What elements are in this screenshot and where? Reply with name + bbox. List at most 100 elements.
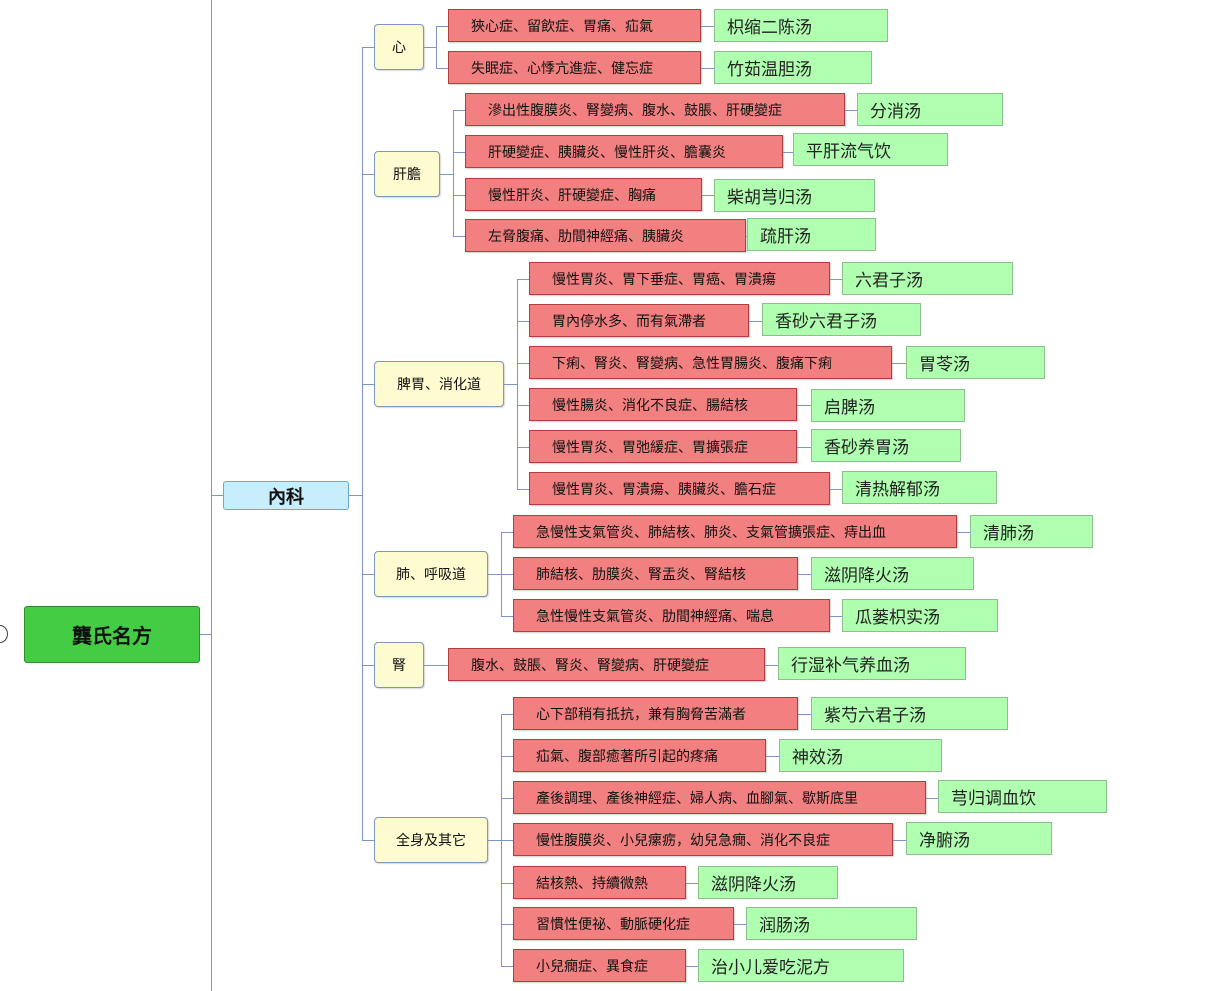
formula-node[interactable]: 清热解郁汤 [842, 471, 997, 504]
formula-node[interactable]: 润肠汤 [746, 907, 917, 940]
symptom-link-line [501, 615, 513, 617]
symptom-link-line [453, 235, 465, 237]
symptom-node[interactable]: 結核熱、持續微熱 [513, 866, 686, 899]
formula-link-line [798, 713, 811, 715]
symptom-link-line [517, 362, 529, 364]
symptom-node[interactable]: 小兒癇症、異食症 [513, 949, 686, 982]
formula-node[interactable]: 枳缩二陈汤 [714, 9, 888, 42]
symptom-node[interactable]: 慢性腹膜炎、小兒瘰疬，幼兒急癇、消化不良症 [513, 823, 893, 856]
formula-link-line [686, 965, 698, 967]
formula-node[interactable]: 净腑汤 [906, 822, 1052, 855]
symptom-node[interactable]: 產後調理、產後神經症、婦人病、血腳氣、歇斯底里 [513, 781, 926, 814]
category-trunk-line [362, 47, 363, 840]
formula-node[interactable]: 启脾汤 [811, 389, 965, 422]
symptom-link-line [436, 67, 448, 69]
formula-link-line [893, 839, 906, 841]
category-node[interactable]: 肺、呼吸道 [374, 551, 488, 597]
symptom-node[interactable]: 狹心症、留飲症、胃痛、疝氣 [448, 9, 701, 42]
formula-link-line [798, 573, 811, 575]
formula-node[interactable]: 香砂六君子汤 [762, 303, 921, 336]
symptom-link-line [517, 404, 529, 406]
symptom-link-line [453, 151, 465, 153]
symptom-node[interactable]: 慢性肝炎、肝硬變症、胸痛 [465, 178, 702, 211]
symptom-node[interactable]: 肝硬變症、胰臟炎、慢性肝炎、膽囊炎 [465, 135, 783, 168]
formula-link-line [746, 235, 747, 237]
symptom-node[interactable]: 習慣性便祕、動脈硬化症 [513, 907, 734, 940]
symptom-node[interactable]: 下痢、腎炎、腎變病、急性胃腸炎、腹痛下痢 [529, 346, 892, 379]
symptom-node[interactable]: 滲出性腹膜炎、腎變病、腹水、鼓脹、肝硬變症 [465, 93, 845, 126]
formula-link-line [797, 446, 811, 448]
branch-node-internal-medicine[interactable]: 內科 [223, 481, 349, 510]
formula-node[interactable]: 胃苓汤 [906, 346, 1045, 379]
symptom-node[interactable]: 疝氣、腹部癒著所引起的疼痛 [513, 739, 766, 772]
category-out-line [504, 384, 517, 385]
symptom-link-line [501, 713, 513, 715]
root-node[interactable]: 龔氏名方 [24, 606, 200, 663]
symptom-node[interactable]: 慢性胃炎、胃弛緩症、胃擴張症 [529, 430, 797, 463]
symptom-node[interactable]: 失眠症、心悸亢進症、健忘症 [448, 51, 701, 84]
items-trunk-line [436, 25, 437, 68]
symptom-link-line [501, 965, 513, 967]
symptom-link-line [453, 109, 465, 111]
formula-link-line [734, 923, 746, 925]
formula-node[interactable]: 竹茹温胆汤 [714, 51, 872, 84]
symptom-node[interactable]: 急慢性支氣管炎、肺結核、肺炎、支氣管擴張症、痔出血 [513, 515, 957, 548]
formula-link-line [892, 362, 906, 364]
category-node[interactable]: 全身及其它 [374, 817, 488, 863]
symptom-link-line [501, 573, 513, 575]
symptom-link-line [501, 755, 513, 757]
items-trunk-line [453, 109, 454, 236]
category-out-line [440, 174, 453, 175]
branch-to-trunk-line [349, 495, 362, 496]
symptom-node[interactable]: 胃內停水多、而有氣滯者 [529, 304, 749, 337]
formula-node[interactable]: 神效汤 [779, 739, 942, 772]
formula-node[interactable]: 清肺汤 [970, 515, 1093, 548]
category-out-line [424, 47, 436, 48]
formula-link-line [766, 755, 779, 757]
formula-link-line [686, 882, 698, 884]
formula-node[interactable]: 瓜蒌枳实汤 [842, 599, 998, 632]
symptom-link-line [501, 923, 513, 925]
category-node[interactable]: 腎 [374, 642, 424, 688]
symptom-link-line [436, 664, 448, 666]
category-link-line [362, 665, 374, 666]
category-out-line [424, 665, 436, 666]
category-link-line [362, 384, 374, 385]
branch-connector-line [211, 495, 223, 496]
symptom-node[interactable]: 腹水、鼓脹、腎炎、腎變病、肝硬變症 [448, 648, 765, 681]
symptom-link-line [501, 797, 513, 799]
symptom-node[interactable]: 肺結核、肋膜炎、腎盂炎、腎結核 [513, 557, 798, 590]
symptom-node[interactable]: 急性慢性支氣管炎、肋間神經痛、喘息 [513, 599, 830, 632]
formula-node[interactable]: 滋阴降火汤 [811, 557, 974, 590]
category-link-line [362, 47, 374, 48]
symptom-node[interactable]: 慢性胃炎、胃下垂症、胃癌、胃潰瘍 [529, 262, 830, 295]
symptom-node[interactable]: 心下部稍有抵抗，兼有胸脅苦滿者 [513, 697, 798, 730]
category-node[interactable]: 心 [374, 24, 424, 70]
collapse-connector-icon[interactable] [0, 625, 8, 643]
formula-node[interactable]: 平肝流气饮 [793, 133, 948, 166]
formula-node[interactable]: 六君子汤 [842, 262, 1013, 295]
symptom-link-line [517, 278, 529, 280]
formula-node[interactable]: 紫芍六君子汤 [811, 697, 1008, 730]
formula-link-line [749, 320, 762, 322]
category-node[interactable]: 脾胃、消化道 [374, 361, 504, 407]
category-out-line [488, 574, 501, 575]
symptom-node[interactable]: 左脅腹痛、肋間神經痛、胰臟炎 [465, 219, 746, 252]
formula-node[interactable]: 行湿补气养血汤 [778, 647, 966, 680]
formula-node[interactable]: 芎归调血饮 [938, 780, 1107, 813]
formula-node[interactable]: 香砂养胃汤 [811, 429, 961, 462]
formula-link-line [701, 25, 714, 27]
formula-link-line [845, 109, 857, 111]
formula-node[interactable]: 分消汤 [857, 93, 1003, 126]
symptom-node[interactable]: 慢性胃炎、胃潰瘍、胰臟炎、膽石症 [529, 472, 830, 505]
category-link-line [362, 840, 374, 841]
formula-node[interactable]: 疏肝汤 [747, 218, 876, 251]
formula-node[interactable]: 治小儿爱吃泥方 [698, 949, 904, 982]
symptom-node[interactable]: 慢性腸炎、消化不良症、腸結核 [529, 388, 797, 421]
category-node[interactable]: 肝膽 [374, 151, 440, 197]
symptom-link-line [501, 839, 513, 841]
formula-node[interactable]: 滋阴降火汤 [698, 866, 838, 899]
formula-node[interactable]: 柴胡芎归汤 [714, 179, 875, 212]
items-trunk-line [517, 278, 518, 489]
